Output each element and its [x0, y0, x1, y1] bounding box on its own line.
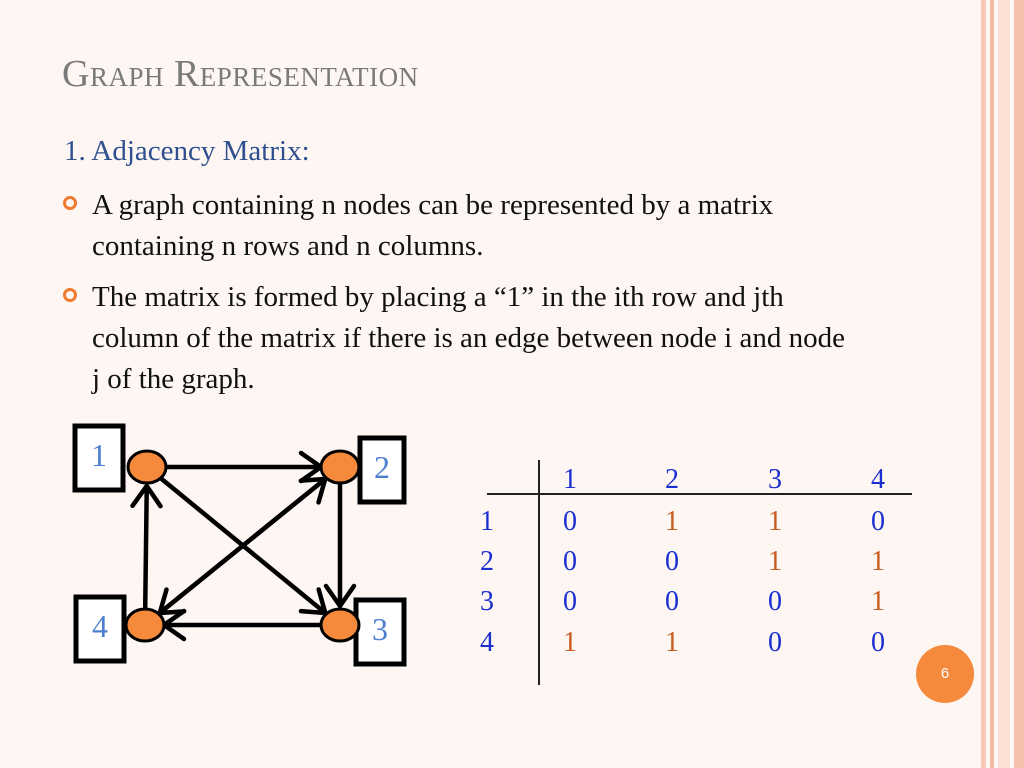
arrowhead-4-1 [130, 483, 163, 509]
graph-diagram: 1 2 3 4 [72, 423, 407, 667]
node-label-1: 1 [91, 437, 107, 473]
node-label-4: 4 [92, 608, 108, 644]
node-circle-4 [124, 607, 166, 643]
matrix-cell: 1 [665, 627, 679, 658]
arrowhead-2-3 [323, 583, 357, 609]
matrix-cell: 1 [768, 546, 782, 577]
bullet-text-1: A graph containing n nodes can be repres… [92, 189, 774, 262]
matrix-cell: 1 [563, 627, 577, 658]
bullet-text-2: The matrix is formed by placing a “1” in… [92, 281, 845, 395]
page-number: 6 [916, 645, 974, 703]
subheading: 1. Adjacency Matrix: [64, 135, 310, 167]
matrix-cell: 0 [871, 627, 885, 658]
matrix-cell: 1 [871, 546, 885, 577]
matrix-row-header: 3 [480, 586, 494, 617]
decorative-stripes [976, 0, 1024, 768]
node-label-3: 3 [372, 611, 388, 647]
matrix-cell: 1 [665, 506, 679, 537]
adjacency-matrix: 1 2 3 4 1 2 3 4 0 1 1 0 0 0 1 1 0 0 0 1 1 1 0 0 [465, 460, 920, 685]
matrix-cell: 0 [563, 586, 577, 617]
matrix-col-header: 4 [871, 464, 885, 495]
node-label-box-4 [73, 594, 127, 664]
matrix-col-header: 1 [563, 464, 577, 495]
matrix-cell: 1 [871, 586, 885, 617]
matrix-cell: 0 [871, 506, 885, 537]
matrix-cell: 1 [768, 506, 782, 537]
bullet-item-2: The matrix is formed by placing a “1” in… [63, 277, 852, 400]
edge-4-2 [154, 476, 328, 618]
matrix-header-divider [487, 493, 912, 495]
node-label-box-3 [353, 597, 407, 667]
matrix-row-header: 2 [480, 546, 494, 577]
bullet-item-1: A graph containing n nodes can be repres… [63, 185, 852, 267]
matrix-row-header: 4 [480, 627, 494, 658]
bullet-circle-icon [63, 288, 77, 302]
node-circle-3 [319, 607, 361, 643]
matrix-cell: 0 [768, 627, 782, 658]
matrix-cell: 0 [665, 546, 679, 577]
node-circle-2 [319, 449, 361, 485]
matrix-cell: 0 [665, 586, 679, 617]
node-label-2: 2 [374, 449, 390, 485]
node-circle-1 [126, 449, 168, 485]
matrix-col-header: 2 [665, 464, 679, 495]
matrix-cell: 0 [563, 506, 577, 537]
matrix-col-header: 3 [768, 464, 782, 495]
node-label-box-2 [357, 435, 407, 505]
matrix-cell: 0 [563, 546, 577, 577]
matrix-row-divider [538, 460, 540, 685]
node-label-box-1 [72, 423, 126, 493]
matrix-row-header: 1 [480, 506, 494, 537]
bullet-circle-icon [63, 196, 77, 210]
matrix-cell: 0 [768, 586, 782, 617]
slide-title: Graph Representation [62, 53, 419, 95]
edge-4-1 [142, 483, 150, 613]
